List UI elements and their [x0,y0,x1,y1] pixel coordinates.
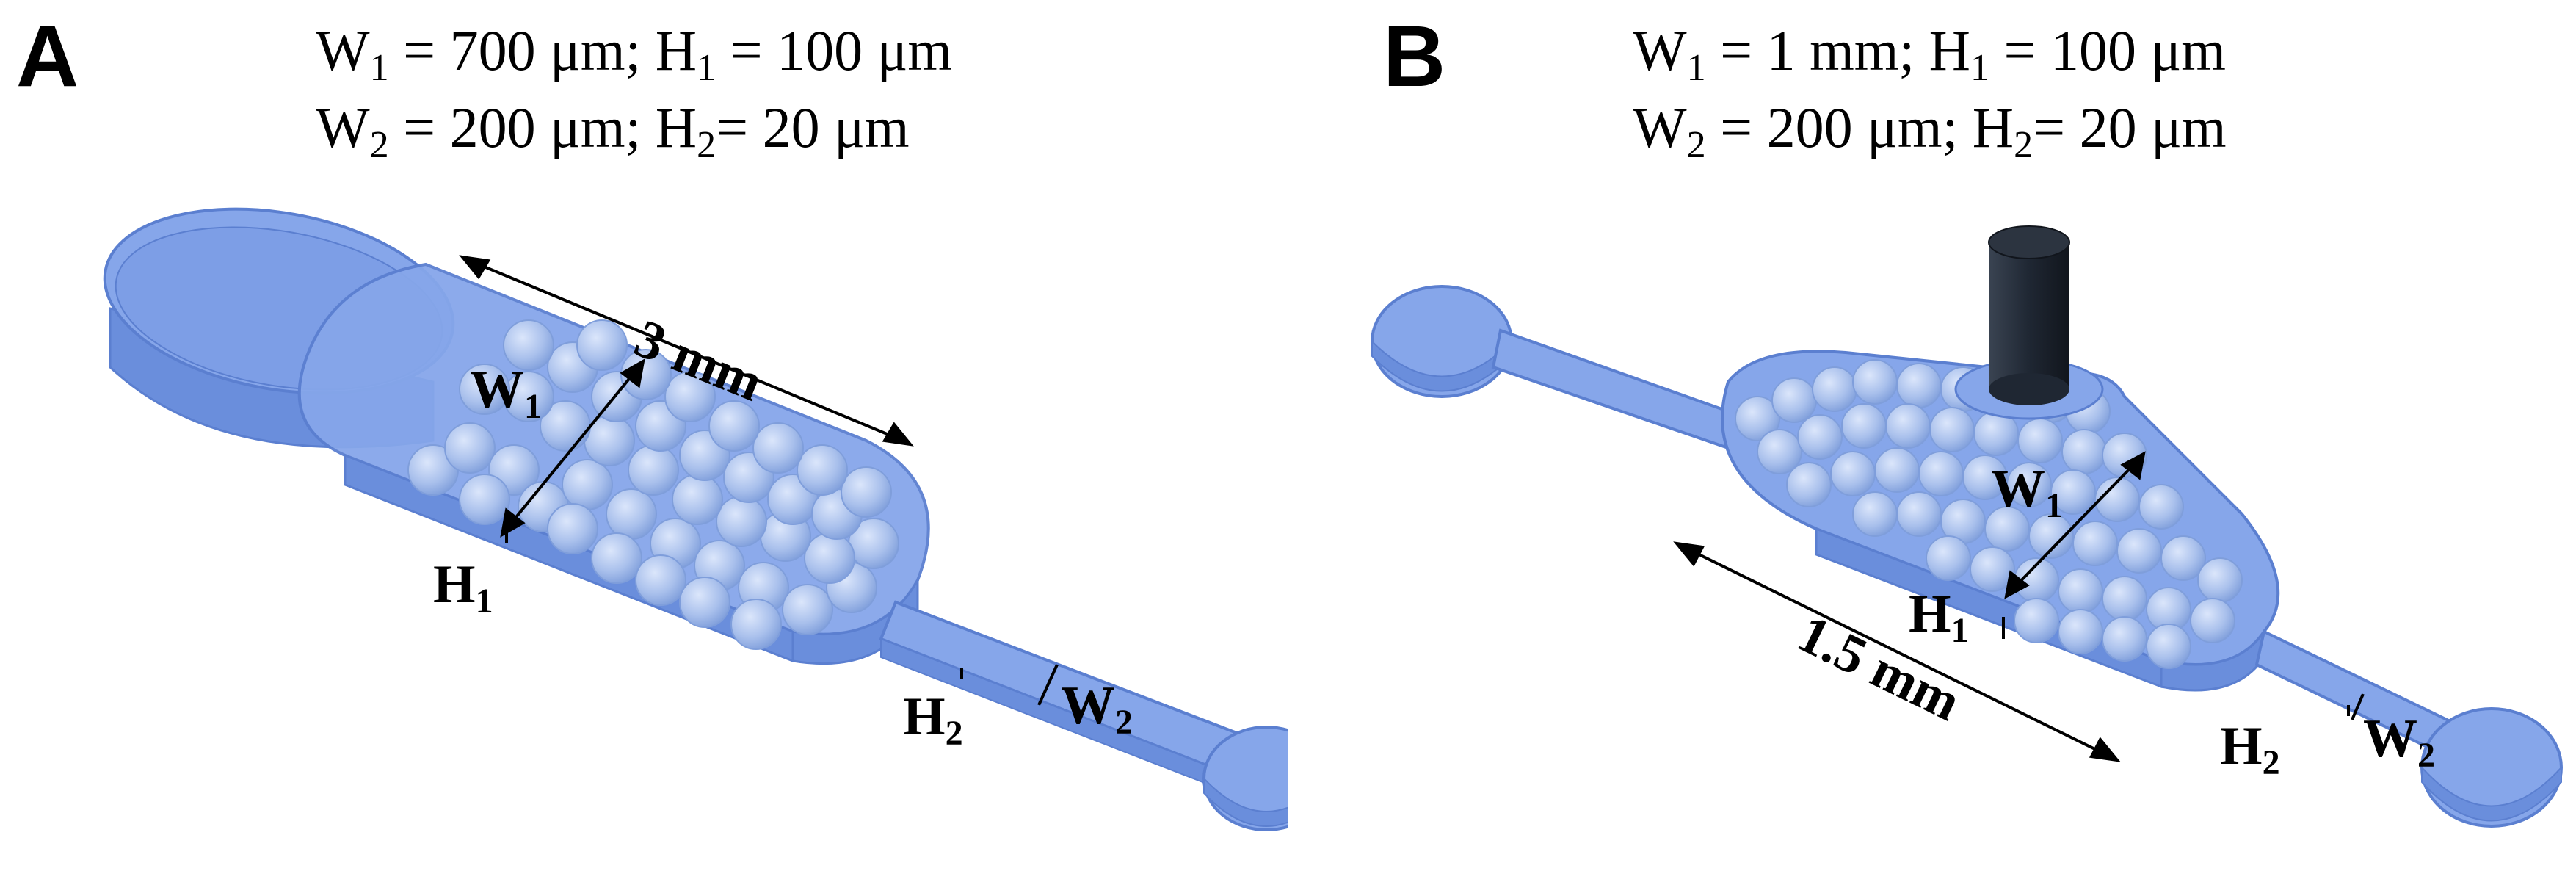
panel-a-dimension-arrows [459,255,1059,706]
panel-a-w1-label: W1 [470,360,542,426]
panel-b-spec-line1: W1 = 1 mm; H1 = 100 μm [1633,18,2226,89]
panel-a-w2-label: W2 [1061,676,1133,742]
panel-a-h2-label: H2 [903,687,963,753]
panel-a-device-drawing: 3 mm W1 H1 H2 W2 [103,207,1288,831]
panel-b-letter: B [1383,8,1446,105]
panel-a-spec-line2: W2 = 200 μm; H2= 20 μm [316,95,910,166]
panel-b-w2-label: W2 [2363,709,2435,775]
panel-a-spec-line1: W1 = 700 μm; H1 = 100 μm [316,18,953,89]
panel-a: A W1 = 700 μm; H1 = 100 μm W2 = 200 μm; … [16,8,1288,831]
panel-b-device-drawing: 1.5 mm W1 H1 H2 W2 [1371,225,2563,828]
panel-a-letter: A [16,8,79,105]
panel-b-h2-label: H2 [2220,716,2280,782]
panel-a-h1-label: H1 [433,554,493,621]
panel-b-beads [1735,359,2243,669]
panel-b-w1-label: W1 [1991,459,2063,525]
panel-b-electrode [1989,242,2069,389]
panel-b-spec-line2: W2 = 200 μm; H2= 20 μm [1633,95,2227,166]
panel-b-inlet-channel [1491,328,1730,450]
panel-b: B W1 = 1 mm; H1 = 100 μm W2 = 200 μm; H2… [1288,0,2576,871]
panel-b-h1-label: H1 [1909,584,1969,650]
panel-a-beads [407,319,899,650]
panel-b-dimension-arrows [1673,451,2365,762]
